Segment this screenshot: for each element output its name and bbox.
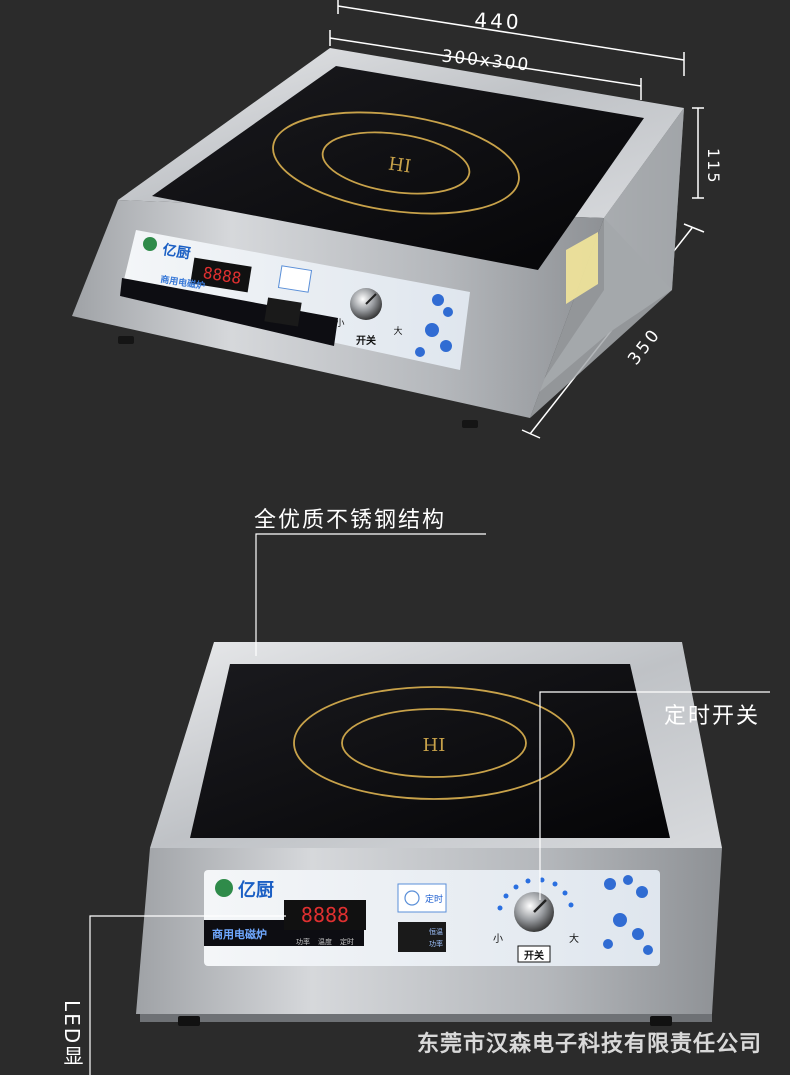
knob-small-label-top: 小 xyxy=(335,318,344,329)
top-product: IH 8888 商用电磁炉 亿厨 开关 小 大 xyxy=(72,0,705,439)
glass-mark-top: IH xyxy=(387,152,413,176)
coil-ring-outer-bottom xyxy=(293,686,575,800)
mode-button-2: 功率 xyxy=(429,939,443,948)
mode-buttons-bottom[interactable] xyxy=(398,922,446,952)
dimension-height: 115 xyxy=(704,148,723,185)
glass-plate-top xyxy=(152,66,644,270)
timer-button-bottom[interactable] xyxy=(397,883,447,913)
brand-logo-bottom: 亿厨 xyxy=(238,879,274,901)
flower-decor-bottom-icon xyxy=(603,875,653,955)
mode-button-1: 恒温 xyxy=(429,927,443,936)
callout-timer-switch: 定时开关 xyxy=(664,704,761,729)
callout-led: LED显 xyxy=(60,1000,84,1068)
dimension-width: 440 xyxy=(474,8,522,34)
timer-button-label: 定时 xyxy=(425,893,443,905)
callout-lines xyxy=(89,533,770,1075)
brand-logo-top: 亿厨 xyxy=(161,241,191,262)
timer-button-top[interactable] xyxy=(277,265,313,293)
knob-dots-bottom xyxy=(497,877,574,911)
coil-ring-inner-bottom xyxy=(341,708,527,778)
display-caption-3: 定时 xyxy=(340,937,354,946)
knob-small-label: 小 xyxy=(493,933,503,945)
flower-decor-icon xyxy=(415,294,453,357)
brand-leaf-icon xyxy=(143,237,157,251)
knob-switch-label-top: 开关 xyxy=(356,334,376,347)
dimension-depth: 350 xyxy=(624,324,665,369)
company-name: 东莞市汉森电子科技有限责任公司 xyxy=(416,1032,762,1057)
panel-label-bottom: 商用电磁炉 xyxy=(212,927,267,941)
coil-ring-inner-top xyxy=(321,131,471,195)
display-caption-2: 温度 xyxy=(318,937,332,946)
knob-large-label: 大 xyxy=(569,932,579,945)
coil-ring-outer-top xyxy=(272,111,520,215)
clock-icon xyxy=(404,890,420,906)
display-caption-1: 功率 xyxy=(296,937,310,946)
glass-mark-bottom: IH xyxy=(423,733,446,754)
callout-stainless: 全优质不锈钢结构 xyxy=(254,508,447,533)
mode-buttons-top[interactable] xyxy=(264,297,302,327)
bottom-product: IH 商用电磁炉 亿厨 8888 功率 温度 定时 定时 恒温 功率 小 大 xyxy=(136,642,722,1026)
led-display-bottom: 8888 xyxy=(301,903,349,927)
knob-switch-label: 开关 xyxy=(524,949,544,962)
glass-plate-bottom xyxy=(190,664,670,838)
brand-leaf-icon-bottom xyxy=(215,879,233,897)
knob-large-label-top: 大 xyxy=(393,325,402,337)
